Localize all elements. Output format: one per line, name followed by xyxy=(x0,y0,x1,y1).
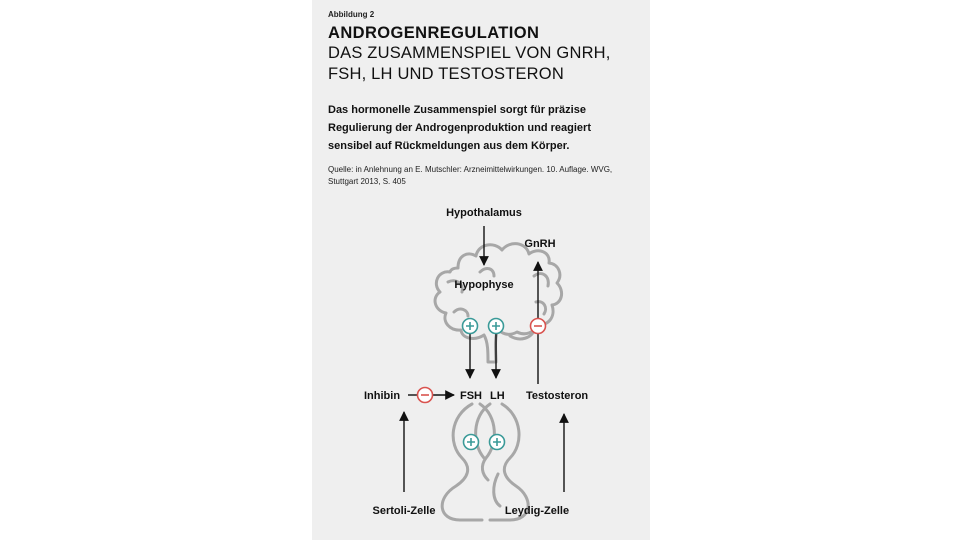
plus-marker-leydig xyxy=(488,433,506,451)
plus-marker-fsh xyxy=(461,317,479,335)
leydig-label: Leydig-Zelle xyxy=(505,505,569,517)
testis-outline xyxy=(440,402,530,522)
brain-outline xyxy=(433,242,564,364)
plus-marker-lh xyxy=(487,317,505,335)
figure-subtitle: DAS ZUSAMMENSPIEL VON GNRH, FSH, LH UND … xyxy=(328,44,611,83)
testosteron-label: Testosteron xyxy=(526,390,588,402)
sertoli-label: Sertoli-Zelle xyxy=(373,505,436,517)
plus-marker-sertoli xyxy=(462,433,480,451)
hypophyse-label: Hypophyse xyxy=(454,279,513,291)
gnrh-label: GnRH xyxy=(524,238,555,250)
androgen-regulation-diagram: Hypothalamus GnRH Hypophyse Inhibin FSH … xyxy=(364,207,588,522)
figure-panel: Abbildung 2 ANDROGENREGULATION DAS ZUSAM… xyxy=(312,0,650,540)
signal-arrows xyxy=(399,226,569,492)
fsh-label: FSH xyxy=(460,390,482,402)
minus-marker-inhibin xyxy=(416,386,434,404)
inhibin-label: Inhibin xyxy=(364,390,400,402)
intro-text: Das hormonelle Zusammenspiel sorgt für p… xyxy=(328,104,591,152)
lh-label: LH xyxy=(490,390,505,402)
source-citation: Quelle: in Anlehnung an E. Mutschler: Ar… xyxy=(328,165,613,186)
minus-marker-testosteron xyxy=(529,317,547,335)
figure-title: ANDROGENREGULATION xyxy=(328,24,540,42)
figure-label: Abbildung 2 xyxy=(328,10,375,19)
hypothalamus-label: Hypothalamus xyxy=(446,207,522,219)
